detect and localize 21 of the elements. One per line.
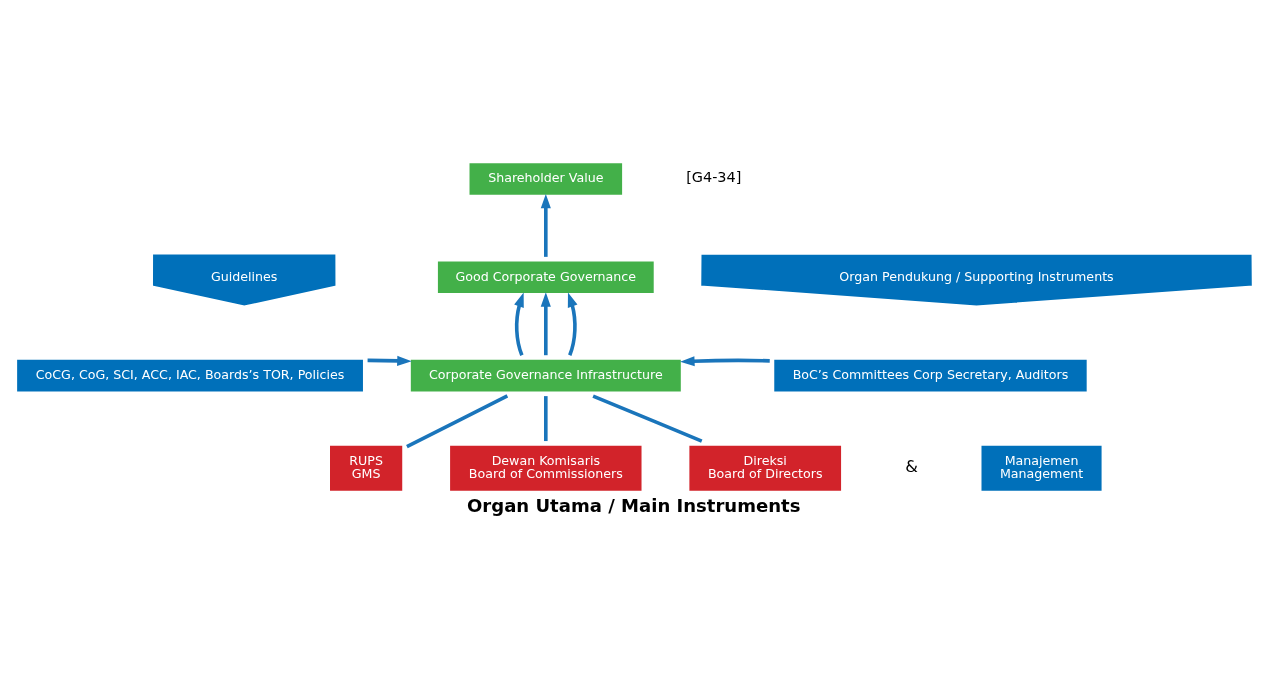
connector	[592, 393, 703, 443]
node-box: Good Corporate Governance	[436, 259, 656, 295]
node-box: BoC’s Committees Corp Secretary, Auditors	[772, 357, 1089, 393]
node-box: Direksi Board of Directors	[687, 443, 843, 493]
node-box: CoCG, CoG, SCI, ACC, IAC, Boards’s TOR, Policies	[15, 357, 365, 393]
node-box: Manajemen Management	[979, 443, 1104, 493]
arrow	[514, 292, 524, 356]
connector	[544, 395, 548, 441]
arrow	[367, 355, 412, 366]
arrow	[680, 355, 770, 366]
arrow	[540, 193, 551, 257]
label: &	[905, 456, 918, 476]
node-box: Dewan Komisaris Board of Commissioners	[448, 443, 644, 493]
caption: Organ Utama / Main Instruments	[467, 494, 801, 516]
node-box: Shareholder Value	[467, 160, 624, 197]
arrow	[540, 291, 551, 355]
node-box: Corporate Governance Infrastructure	[409, 357, 683, 393]
label: [G4-34]	[686, 168, 742, 185]
node-box: RUPS GMS	[328, 443, 405, 493]
arrow	[567, 292, 578, 356]
connector	[406, 393, 509, 448]
